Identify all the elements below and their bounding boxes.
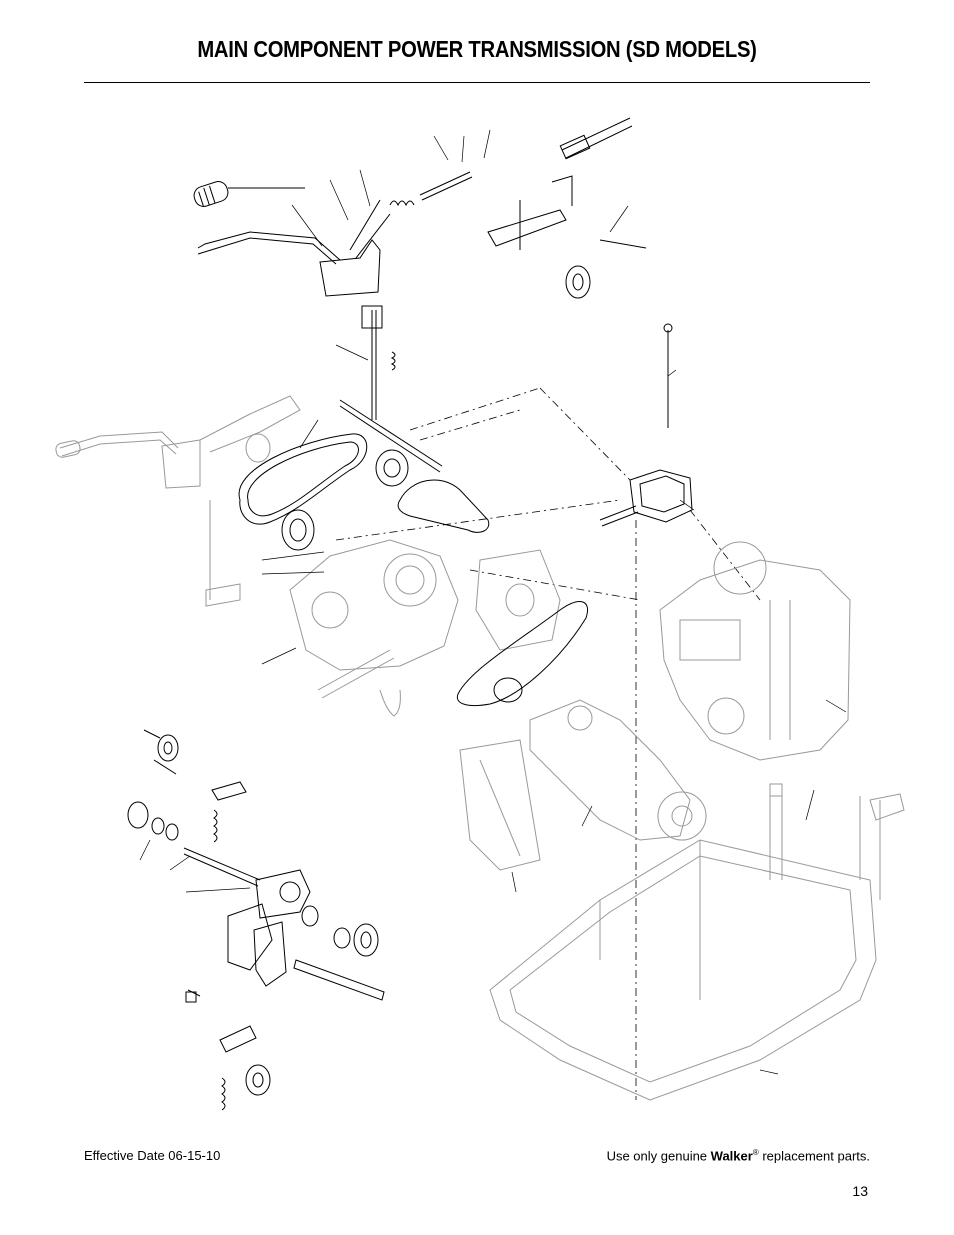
brand-name: Walker [710,1148,753,1164]
pulley-part [157,734,179,762]
handle-grip-part [193,181,305,208]
pulley-part [281,509,315,551]
idler-arm [487,209,567,247]
registered-mark: ® [752,1148,759,1157]
hydro-pump [529,699,691,841]
notice-suffix: replacement parts. [758,1148,870,1164]
idler-housing [255,869,311,919]
genuine-parts-notice: Use only genuine Walker® replacement par… [607,1148,870,1163]
tie-rod [561,117,633,159]
pulley-part [565,265,591,299]
drive-belt-left [238,433,368,525]
exploded-parts-diagram [55,117,905,1111]
pulley-part [375,449,409,487]
notice-prefix: Use only genuine [606,1148,711,1164]
spring-part [389,200,415,207]
pulley-part [127,801,149,829]
engine-block [659,559,851,761]
chassis-frame [489,839,877,1101]
page-title: MAIN COMPONENT POWER TRANSMISSION (SD MO… [197,36,757,62]
transaxle-housing [289,539,459,671]
lever-bracket [319,239,381,297]
gearbox-part [629,469,693,523]
effective-date: Effective Date 06-15-10 [84,1148,221,1163]
drive-belt-middle [397,479,490,533]
pulley-part [245,1064,271,1096]
page-number: 13 [852,1183,868,1199]
drive-belt-lower [456,601,588,707]
pulley-part [353,923,379,957]
idler-arm [227,903,273,971]
title-rule [84,82,870,83]
control-lever [197,231,341,265]
